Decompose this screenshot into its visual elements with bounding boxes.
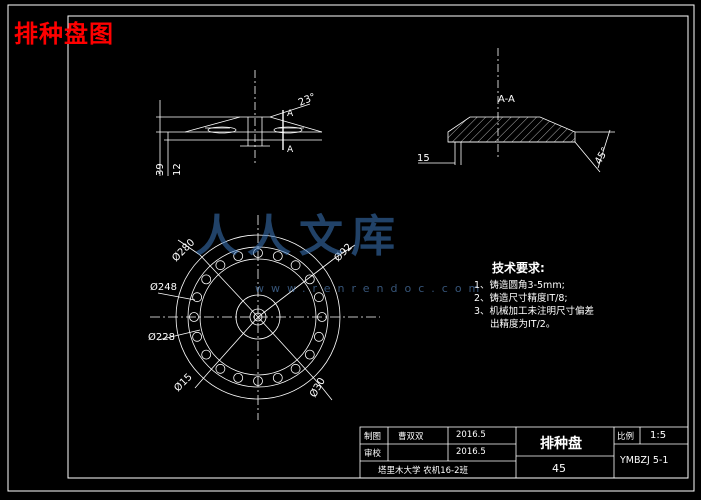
- front-view: [150, 215, 380, 420]
- section-view: [418, 48, 615, 173]
- dim-45-label: 45°: [593, 146, 611, 167]
- seed-hole: [189, 312, 199, 322]
- seed-hole: [304, 349, 315, 360]
- seed-hole: [313, 331, 324, 342]
- seed-hole: [201, 349, 212, 360]
- tb-draw-name: 曹双双: [398, 432, 424, 442]
- dim-15-label: 15: [417, 153, 430, 164]
- seed-holes: [189, 248, 327, 386]
- seed-hole: [272, 372, 283, 383]
- section-aa-label: A-A: [498, 94, 515, 105]
- seed-hole: [192, 292, 203, 303]
- tech-item-1: 1、铸造圆角3-5mm;: [474, 280, 565, 291]
- dim-30-label: Ø30: [307, 376, 328, 400]
- dim-248-label: Ø248: [150, 281, 177, 293]
- tech-item-3-cont: 出精度为IT/2。: [490, 319, 556, 330]
- tb-part-name: 排种盘: [540, 436, 582, 452]
- tech-item-2: 2、铸造尺寸精度IT/8;: [474, 293, 568, 304]
- tb-school: 塔里木大学 农机16-2班: [378, 466, 468, 476]
- side-view: [156, 70, 323, 176]
- outer-frame: [7, 4, 695, 492]
- tech-item-3: 3、机械加工未注明尺寸偏差: [474, 306, 595, 317]
- tb-draw-date: 2016.5: [456, 430, 486, 440]
- dim-12-label: 12: [172, 163, 183, 176]
- tech-heading: 技术要求:: [492, 261, 545, 275]
- tb-draw-label: 制图: [364, 432, 382, 442]
- dim-39-label: 39: [155, 163, 166, 176]
- dim-15-hole-label: Ø15: [172, 371, 195, 394]
- seed-hole: [253, 376, 263, 386]
- seed-hole: [272, 251, 283, 262]
- drawing-title: 排种盘图: [14, 20, 114, 48]
- tb-drawing-no: YMBZJ 5-1: [620, 455, 669, 466]
- seed-hole: [253, 248, 263, 258]
- section-mark-bottom: A: [287, 145, 294, 155]
- tb-check-label: 审校: [364, 449, 382, 459]
- seed-hole: [201, 274, 212, 285]
- seed-hole: [317, 312, 327, 322]
- tb-scale-value: 1:5: [650, 430, 667, 441]
- dim-228-label: Ø228: [148, 331, 175, 343]
- seed-hole: [233, 251, 244, 262]
- tb-scale-label: 比例: [617, 432, 635, 442]
- watermark-text: 人人文库: [195, 211, 403, 262]
- seed-hole: [313, 292, 324, 303]
- technical-requirements: 技术要求: 1、铸造圆角3-5mm; 2、铸造尺寸精度IT/8; 3、机械加工未…: [474, 262, 594, 331]
- section-mark-top: A: [287, 109, 294, 119]
- watermark-url: www.renrendoc.com: [255, 282, 487, 295]
- seed-hole: [233, 372, 244, 383]
- seed-hole: [215, 363, 226, 374]
- seed-hole: [290, 260, 301, 271]
- tb-material: 45: [552, 462, 566, 475]
- seed-hole: [304, 274, 315, 285]
- seed-hole: [192, 331, 203, 342]
- seed-hole: [290, 363, 301, 374]
- tb-check-date: 2016.5: [456, 447, 486, 457]
- angle-23-label: 23°: [297, 92, 318, 109]
- seed-hole: [215, 260, 226, 271]
- title-block: [359, 426, 689, 479]
